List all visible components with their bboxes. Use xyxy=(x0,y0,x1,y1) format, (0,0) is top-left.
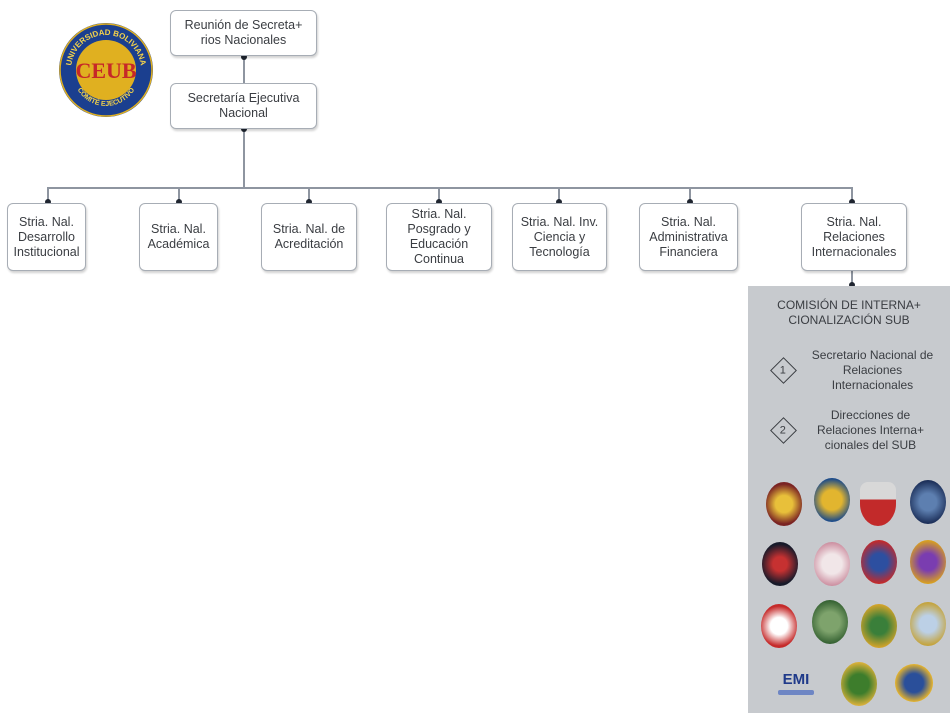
ceub-logo: UNIVERSIDAD BOLIVIANA COMITÉ EJECUTIVO C… xyxy=(59,23,153,117)
university-emblem-icon xyxy=(860,482,896,526)
university-emblem-icon xyxy=(814,542,850,586)
node-label: Stria. Nal. de Acreditación xyxy=(272,222,346,251)
university-emblem-icon xyxy=(895,664,933,702)
node-label: Stria. Nal. Relaciones Internacionales xyxy=(811,214,897,259)
commission-title: COMISIÓN DE INTERNA+ CIONALIZACIÓN SUB xyxy=(777,298,921,327)
university-emblem-icon xyxy=(812,600,848,644)
commission-item-1: 1 Secretario Nacional de Relaciones Inte… xyxy=(770,348,950,393)
horizontal-bus xyxy=(47,187,852,189)
item-number: 1 xyxy=(780,364,787,377)
node-secretaria-ejecutiva: Secretaría Ejecutiva Nacional xyxy=(170,83,317,129)
node-dot xyxy=(241,54,247,60)
node-academica: Stria. Nal. Académica xyxy=(139,203,218,271)
connector-exec-bus xyxy=(243,129,245,188)
node-dot xyxy=(849,199,855,205)
university-emblem-icon xyxy=(841,662,877,706)
logo-letters: CEUB xyxy=(75,58,136,83)
node-dot xyxy=(849,282,855,288)
drop-7 xyxy=(851,187,853,204)
university-emblem-icon xyxy=(910,602,946,646)
node-desarrollo-institucional: Stria. Nal. Desarrollo Institucional xyxy=(7,203,86,271)
university-emblem-icon xyxy=(762,542,798,586)
drop-6 xyxy=(689,187,691,204)
node-administrativa-financiera: Stria. Nal. Administrativa Financiera xyxy=(639,203,738,271)
node-dot xyxy=(241,126,247,132)
node-ciencia-tecnologia: Stria. Nal. Inv. Ciencia y Tecnología xyxy=(512,203,607,271)
node-label: Stria. Nal. Administrativa Financiera xyxy=(649,214,728,259)
emi-label: EMI xyxy=(782,671,810,688)
node-label: Stria. Nal. Académica xyxy=(147,222,210,251)
university-emblem-icon xyxy=(910,540,946,584)
connector-relaciones-panel xyxy=(851,270,853,286)
node-posgrado: Stria. Nal. Posgrado y Educación Continu… xyxy=(386,203,492,271)
node-label: Stria. Nal. Inv. Ciencia y Tecnología xyxy=(520,214,599,259)
emi-logo: EMI xyxy=(774,671,818,697)
university-emblem-icon xyxy=(861,604,897,648)
university-emblem-icon xyxy=(814,478,850,522)
connector-top-exec xyxy=(243,56,245,86)
node-acreditacion: Stria. Nal. de Acreditación xyxy=(261,203,357,271)
node-label: Stria. Nal. Desarrollo Institucional xyxy=(13,214,80,259)
node-dot xyxy=(436,199,442,205)
drop-2 xyxy=(178,187,180,204)
university-emblem-icon xyxy=(761,604,797,648)
node-relaciones-internacionales: Stria. Nal. Relaciones Internacionales xyxy=(801,203,907,271)
node-dot xyxy=(556,199,562,205)
item-number: 2 xyxy=(780,424,787,437)
node-label: Stria. Nal. Posgrado y Educación Continu… xyxy=(407,207,471,266)
drop-1 xyxy=(47,187,49,204)
node-dot xyxy=(687,199,693,205)
node-label: Reunión de Secreta+ rios Nacionales xyxy=(184,18,303,47)
node-dot xyxy=(45,199,51,205)
commission-item-2: 2 Direcciones de Relaciones Interna+ cio… xyxy=(770,408,950,453)
item-text: Direcciones de Relaciones Interna+ ciona… xyxy=(816,408,925,452)
drop-3 xyxy=(308,187,310,204)
drop-4 xyxy=(438,187,440,204)
node-dot xyxy=(306,199,312,205)
university-emblem-icon xyxy=(861,540,897,584)
commission-panel: COMISIÓN DE INTERNA+ CIONALIZACIÓN SUB 1… xyxy=(748,286,950,713)
node-dot xyxy=(176,199,182,205)
item-text: Secretario Nacional de Relaciones Intern… xyxy=(811,348,934,392)
university-emblem-icon xyxy=(766,482,802,526)
node-reunion-secretarios: Reunión de Secreta+ rios Nacionales xyxy=(170,10,317,56)
drop-5 xyxy=(558,187,560,204)
university-emblem-icon xyxy=(910,480,946,524)
node-label: Secretaría Ejecutiva Nacional xyxy=(187,91,300,120)
